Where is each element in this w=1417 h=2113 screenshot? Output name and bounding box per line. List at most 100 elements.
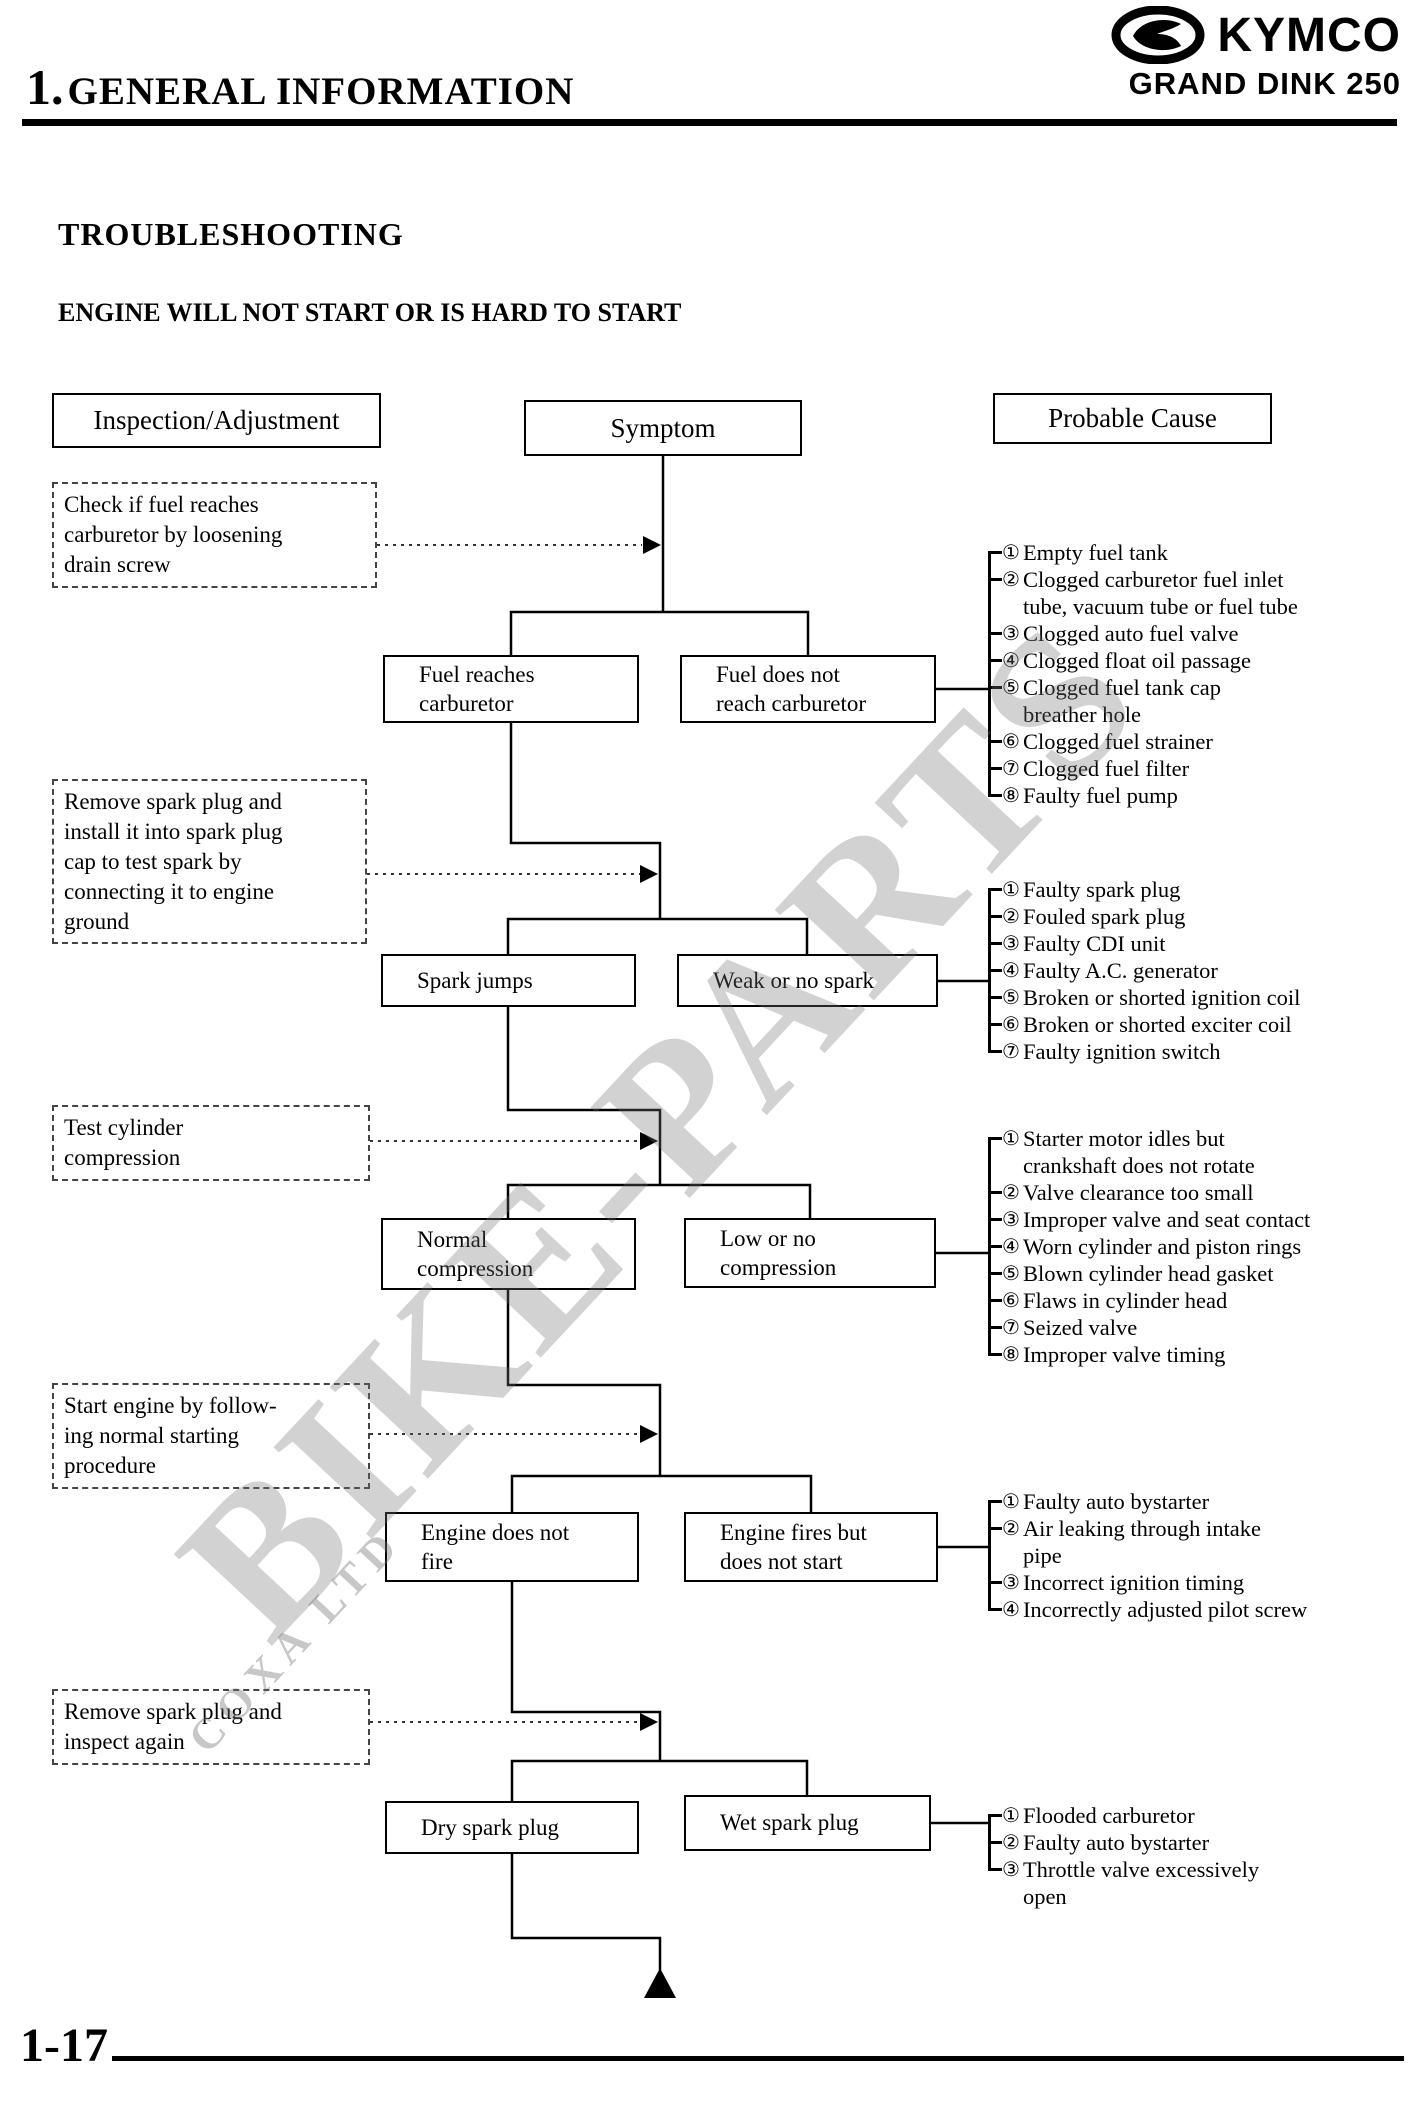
cause-number: ⑦ — [1002, 1039, 1020, 1063]
page-number: 1-17 — [20, 2019, 108, 2072]
inspection-box-plug-inspect: Remove spark plug and inspect again — [52, 1689, 370, 1765]
cause-text: Clogged fuel filter — [1022, 756, 1190, 781]
cause-number: ⑧ — [1002, 1342, 1020, 1366]
arrowhead-1 — [643, 536, 661, 554]
flow-line-step2-to-step3 — [506, 1007, 812, 1218]
cause-number: ④ — [1002, 1234, 1020, 1258]
cause-text: Clogged carburetor fuel inlet tube, vacu… — [1022, 567, 1298, 619]
cause-number: ⑥ — [1002, 729, 1020, 753]
cause-text: Clogged auto fuel valve — [1022, 621, 1239, 646]
cause-number: ② — [1002, 1516, 1020, 1540]
arrowhead-2 — [640, 865, 658, 883]
subsection-title: ENGINE WILL NOT START OR IS HARD TO STAR… — [58, 298, 682, 327]
cause-number: ⑤ — [1002, 675, 1020, 699]
cause-text: Improper valve and seat contact — [1022, 1207, 1311, 1232]
cause-number: ⑤ — [1002, 1261, 1020, 1285]
model-name: GRAND DINK 250 — [1128, 66, 1401, 101]
column-header-probable-cause: Probable Cause — [993, 393, 1272, 444]
cause-number: ① — [1002, 1803, 1020, 1827]
symptom-box-low-compression: Low or no compression — [684, 1218, 936, 1288]
chapter-number: 1. — [26, 59, 64, 115]
cause-number: ① — [1002, 540, 1020, 564]
cause-text: Clogged float oil passage — [1022, 648, 1252, 673]
symptom-box-engine-no-fire: Engine does not fire — [385, 1512, 639, 1582]
cause-text: Flaws in cylinder head — [1022, 1288, 1228, 1313]
chapter-title: GENERAL INFORMATION — [67, 70, 575, 113]
inspection-box-compression-test: Test cylinder compression — [52, 1105, 370, 1181]
cause-number: ⑦ — [1002, 756, 1020, 780]
cause-number: ⑥ — [1002, 1012, 1020, 1036]
inspection-box-start-procedure: Start engine by follow- ing normal start… — [52, 1383, 370, 1489]
chapter-heading: 1. GENERAL INFORMATION — [26, 58, 574, 116]
cause-text: Blown cylinder head gasket — [1022, 1261, 1274, 1286]
flow-line-step1-to-step2 — [506, 723, 809, 954]
cause-text: Flooded carburetor — [1022, 1803, 1195, 1828]
cause-text: Valve clearance too small — [1022, 1180, 1254, 1205]
cause-text: Faulty CDI unit — [1022, 931, 1166, 956]
cause-text: Faulty ignition switch — [1022, 1039, 1221, 1064]
cause-number: ③ — [1002, 1570, 1020, 1594]
brand-name: KYMCO — [1217, 8, 1401, 62]
flow-line-step4-to-step5 — [510, 1582, 809, 1801]
cause-number: ② — [1002, 904, 1020, 928]
cause-number: ⑧ — [1002, 783, 1020, 807]
cause-text: Broken or shorted exciter coil — [1022, 1012, 1292, 1037]
flow-line-step5-to-continuation — [510, 1854, 662, 1970]
cause-number: ④ — [1002, 648, 1020, 672]
cause-text: Faulty A.C. generator — [1022, 958, 1218, 983]
symptom-box-fuel-not-reach: Fuel does not reach carburetor — [680, 655, 936, 723]
cause-text: Air leaking through intake pipe — [1022, 1516, 1262, 1568]
cause-text: Faulty auto bystarter — [1022, 1489, 1210, 1514]
cause-text: Faulty fuel pump — [1022, 783, 1178, 808]
cause-number: ③ — [1002, 621, 1020, 645]
cause-number: ⑤ — [1002, 985, 1020, 1009]
symptom-box-weak-no-spark: Weak or no spark — [677, 954, 938, 1007]
cause-text: Empty fuel tank — [1022, 540, 1168, 565]
inspection-box-fuel-check: Check if fuel reaches carburetor by loos… — [52, 482, 377, 588]
flow-line-step3-to-step4 — [506, 1290, 813, 1512]
cause-number: ③ — [1002, 1207, 1020, 1231]
cause-text: Incorrectly adjusted pilot screw — [1022, 1597, 1308, 1622]
arrowhead-3 — [640, 1132, 658, 1150]
inspection-box-spark-test: Remove spark plug and install it into sp… — [52, 779, 367, 945]
section-title: TROUBLESHOOTING — [58, 216, 404, 252]
cause-number: ⑥ — [1002, 1288, 1020, 1312]
flow-line-symptom-to-step1 — [509, 456, 810, 655]
symptom-box-fuel-reaches: Fuel reaches carburetor — [383, 655, 639, 723]
arrowhead-5 — [640, 1713, 658, 1731]
cause-number: ② — [1002, 567, 1020, 591]
cause-text: Fouled spark plug — [1022, 904, 1186, 929]
cause-text: Seized valve — [1022, 1315, 1138, 1340]
cause-text: Faulty auto bystarter — [1022, 1830, 1210, 1855]
cause-text: Worn cylinder and piston rings — [1022, 1234, 1302, 1259]
symptom-box-wet-plug: Wet spark plug — [684, 1795, 931, 1851]
inspection-dashed-connectors — [367, 544, 642, 1723]
cause-number: ② — [1002, 1830, 1020, 1854]
cause-number: ③ — [1002, 931, 1020, 955]
cause-text: Throttle valve excessively open — [1022, 1857, 1260, 1909]
footer-rule — [112, 2056, 1404, 2061]
cause-text: Faulty spark plug — [1022, 877, 1181, 902]
